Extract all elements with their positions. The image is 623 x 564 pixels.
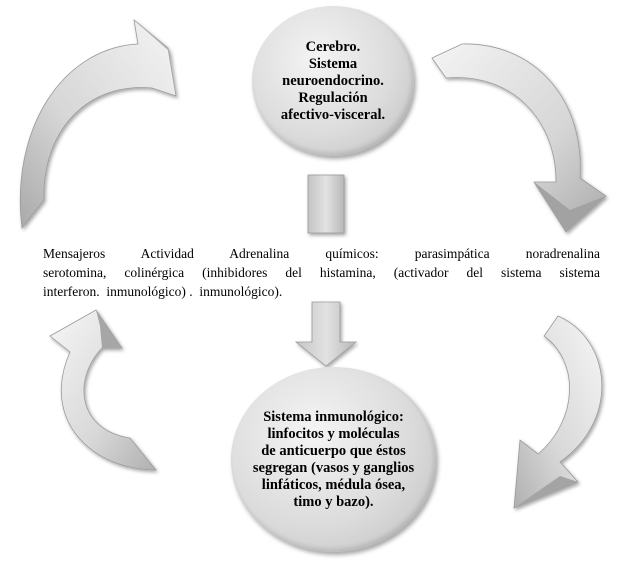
brain-node-line: Sistema — [308, 55, 358, 72]
middle-text-word: noradrenalina — [525, 246, 601, 261]
brain-node-line: afectivo-visceral. — [280, 106, 386, 123]
brain-node-line: Regulación — [298, 89, 368, 106]
middle-text-word: (activador del sistema — [393, 265, 542, 280]
curved-arrow-top-left — [19, 19, 177, 230]
middle-text-line-3: interferon. inmunológico) . inmunológico… — [43, 284, 283, 299]
curved-arrow-top-right — [431, 43, 607, 233]
middle-text-word: parasimpática — [414, 246, 490, 261]
immune-node-line: de anticuerpo que éstos — [261, 442, 406, 459]
brain-node-text: Cerebro. Sistema neuroendocrino. Regulac… — [281, 39, 385, 124]
immune-node-line: Sistema inmunológico: — [263, 408, 404, 425]
immune-node-text: Sistema inmunológico: linfocitos y moléc… — [253, 409, 414, 511]
middle-text-line-1: Mensajeros Actividad Adrenalina químicos… — [43, 244, 600, 263]
immune-node-line: timo y bazo). — [293, 493, 374, 510]
immune-node-line: segregan (vasos y ganglios — [252, 459, 415, 476]
middle-text-word: (inhibidores del histamina, — [202, 265, 376, 280]
immune-node-line: linfáticos, médula ósea, — [261, 476, 406, 493]
middle-text-word: Adrenalina químicos: — [229, 246, 379, 261]
curved-arrow-bottom-right — [513, 315, 603, 509]
down-arrow-upper — [307, 174, 345, 234]
middle-text-word: Mensajeros — [43, 246, 106, 261]
middle-text-word: sistema — [559, 265, 601, 280]
curved-arrow-bottom-left — [49, 309, 157, 471]
immune-system-node: Sistema inmunológico: linfocitos y moléc… — [231, 367, 436, 552]
down-arrow-lower — [294, 301, 358, 367]
middle-text-word: serotomina, — [43, 265, 107, 280]
middle-text-word: colinérgica — [124, 265, 185, 280]
brain-node-line: neuroendocrino. — [282, 72, 384, 89]
middle-text-word: Actividad — [140, 246, 194, 261]
brain-node-line: Cerebro. — [305, 38, 361, 55]
middle-text-line-2: serotomina, colinérgica (inhibidores del… — [43, 263, 600, 282]
immune-node-line: linfocitos y moléculas — [267, 425, 400, 442]
brain-neuroendocrine-node: Cerebro. Sistema neuroendocrino. Regulac… — [252, 6, 414, 156]
